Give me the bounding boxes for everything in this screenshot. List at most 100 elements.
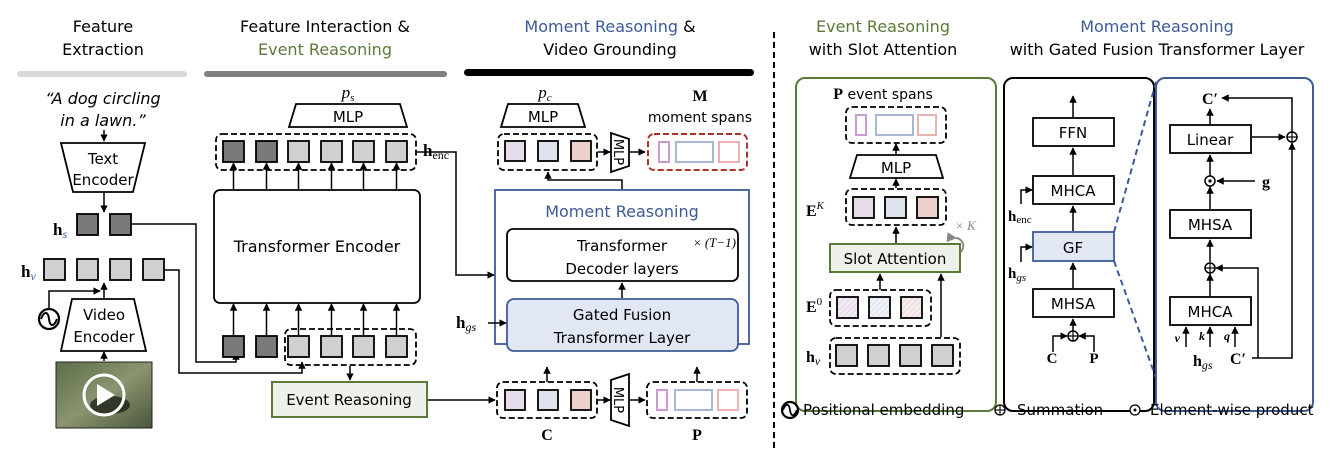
encoder-input-token [320, 335, 343, 358]
C-gl-label: C [1047, 351, 1058, 367]
hv-slot-token [899, 344, 922, 367]
repeat-K-label: × K [955, 218, 977, 233]
event-reasoning-box[interactable]: Event Reasoning [271, 381, 428, 418]
positional-wave [782, 403, 798, 417]
arrow [1078, 332, 1095, 352]
header-line-green: Event Reasoning [816, 17, 950, 36]
mlp-label: MLP [610, 139, 625, 165]
query-tokens-top [504, 140, 592, 162]
E0-token [868, 296, 891, 319]
header-amp: & [678, 17, 696, 36]
event-span [674, 389, 713, 411]
play-icon[interactable] [82, 373, 126, 417]
legend-positional: Positional embedding [780, 400, 964, 420]
EK-token [884, 196, 907, 219]
mlp-vertical-top: MLP [610, 131, 630, 174]
video-encoder-label: Video [83, 306, 125, 324]
header-feature-interaction: Feature Interaction & Event Reasoning [240, 17, 410, 59]
event-span [875, 114, 914, 136]
hgs-gl-label: hgs [1008, 266, 1026, 284]
video-thumbnail[interactable] [55, 361, 153, 429]
encoder-input-token [222, 335, 245, 358]
mhsa-detail-box: MHSA [1169, 209, 1252, 239]
header-moment-grounding: Moment Reasoning & Video Grounding [524, 17, 695, 59]
repeat-label: × (T−1) [693, 235, 736, 250]
hv-label: hv [21, 262, 36, 283]
event-reasoning-label: Event Reasoning [286, 391, 412, 409]
connector [131, 223, 240, 363]
moment-span [658, 141, 670, 163]
P-label: P [692, 427, 702, 444]
henc-token [320, 140, 343, 163]
mlp-label: MLP [881, 159, 911, 177]
header-line: Extraction [62, 40, 144, 59]
legend-elementwise-label: Element-wise product [1150, 401, 1314, 419]
C-tokens [504, 389, 592, 411]
gf-detail-panel [1155, 77, 1314, 412]
header-line-green: Event Reasoning [258, 40, 392, 59]
hgs-label: hgs [456, 313, 476, 334]
henc-gl-label: henc [1008, 209, 1032, 226]
hs-token [109, 213, 132, 236]
C-label: C [541, 427, 553, 444]
mlp-vertical-bottom: MLP [610, 372, 630, 428]
EK-group [845, 188, 947, 226]
moment-span [718, 141, 740, 163]
section-bar-interaction [204, 71, 447, 77]
gated-label: Transformer Layer [553, 329, 691, 347]
slot-attention-label: Slot Attention [844, 250, 947, 268]
mlp-slot: MLP [848, 154, 945, 179]
encoder-input-token [255, 335, 278, 358]
EK-token [916, 196, 939, 219]
decoder-label: Decoder layers [565, 260, 679, 278]
zoom-line [1113, 260, 1157, 379]
E0-group [829, 289, 932, 327]
video-encoder: Video Encoder [59, 298, 148, 352]
P-group [646, 381, 748, 419]
E0-tokens [836, 296, 923, 319]
ffn-label: FFN [1059, 124, 1087, 142]
arrow [1020, 243, 1033, 262]
hs-label: hs [53, 220, 67, 241]
hv-slot-tokens [835, 344, 954, 367]
event-span [656, 389, 668, 411]
play-triangle-icon [97, 384, 115, 406]
E0-token [900, 296, 923, 319]
arrow [48, 287, 101, 309]
positional-embedding-icon [37, 307, 61, 331]
mlp-ps: MLP [287, 103, 409, 128]
encoder-input-arrows [229, 303, 401, 335]
sum-icon [1286, 131, 1298, 143]
hv-token [109, 258, 132, 281]
arrow [1020, 186, 1033, 204]
hs-tokens [76, 213, 132, 236]
header-line-blue: Moment Reasoning [1080, 17, 1234, 36]
header-event-slot: Event Reasoning with Slot Attention [809, 17, 958, 59]
mhca-detail-box: MHCA [1169, 296, 1252, 326]
query-line: in a lawn.” [60, 111, 146, 130]
mhca-detail-label: MHCA [1188, 303, 1234, 321]
text-encoder: Text Encoder [59, 142, 147, 193]
mlp-label: MLP [333, 108, 363, 126]
moment-span [675, 141, 714, 163]
C-token [570, 389, 592, 411]
hv-slot-label: hv [806, 349, 821, 368]
hv-token [142, 258, 165, 281]
event-spans [855, 114, 937, 136]
c-prime-in-label: C′ [1230, 351, 1246, 368]
legend-positional-label: Positional embedding [803, 401, 964, 419]
query-line: “A dog circling [45, 89, 160, 108]
henc-tokens [222, 140, 408, 163]
slot-attention-box[interactable]: Slot Attention [829, 243, 961, 273]
henc-token [255, 140, 278, 163]
elementwise-product-icon [1204, 175, 1216, 187]
hv-token [76, 258, 99, 281]
transformer-encoder [213, 189, 421, 304]
query-group-top [497, 133, 598, 171]
event-spans-group [845, 106, 947, 144]
C-token [504, 389, 526, 411]
gf-label: GF [1063, 239, 1083, 257]
k-label: k [1199, 329, 1205, 343]
moment-spans-group [647, 133, 748, 171]
E0-label: E0 [806, 296, 823, 316]
